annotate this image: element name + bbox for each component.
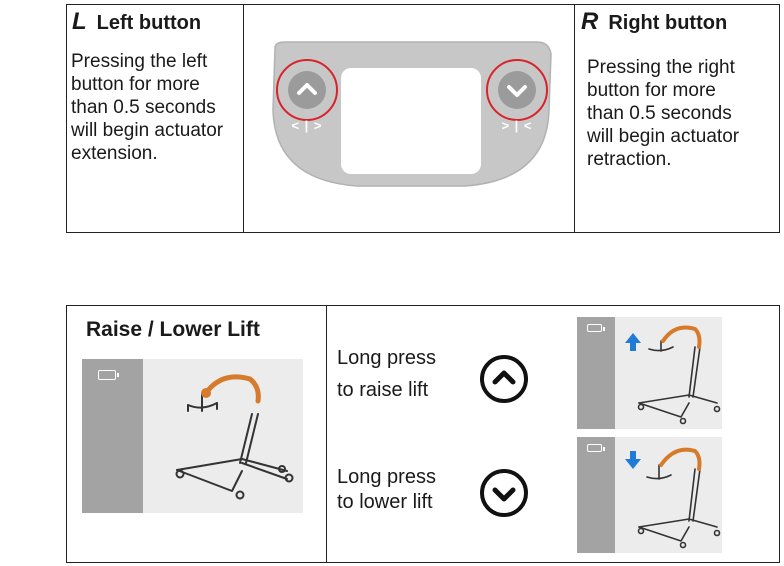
raise-lift-label: Long press to raise lift [337, 347, 436, 401]
chevron-up-icon [492, 370, 516, 385]
right-button-highlight[interactable] [486, 59, 548, 121]
right-letter: R [581, 8, 599, 35]
right-button-title: Right button [608, 12, 728, 34]
bottom-table [66, 305, 780, 563]
chevron-down-icon [507, 85, 527, 97]
arrow-up-icon [625, 333, 641, 351]
top-table [66, 4, 780, 233]
lift-illustration [82, 359, 303, 513]
right-button-glyph: > | < [501, 118, 533, 133]
left-button-glyph: < | > [291, 118, 323, 133]
patient-lift-drawing [175, 374, 294, 500]
left-button-header: L Left button [72, 8, 201, 36]
keypad-illustration: < | > > | < [265, 40, 557, 188]
right-button[interactable] [498, 71, 536, 109]
left-letter: L [72, 8, 87, 35]
right-button-description: Pressing the right button for more than … [587, 57, 740, 170]
raise-lift-drawing [625, 325, 721, 425]
left-button-title: Left button [96, 12, 202, 34]
bottom-table-divider [326, 305, 327, 563]
battery-icon [587, 324, 605, 332]
battery-icon [98, 370, 119, 380]
raise-lift-button[interactable] [480, 355, 528, 403]
chevron-down-icon [492, 487, 516, 502]
top-table-divider-2 [574, 4, 575, 233]
lower-lift-label: Long press to lower lift [337, 466, 436, 513]
lower-lift-screen [577, 437, 722, 553]
lower-lift-button[interactable] [480, 469, 528, 517]
right-button-header: R Right button [581, 8, 727, 36]
raise-lower-title: Raise / Lower Lift [86, 318, 260, 341]
arrow-down-icon [625, 451, 641, 469]
lower-lift-drawing [625, 447, 721, 549]
left-button-description: Pressing the left button for more than 0… [71, 51, 224, 164]
left-button[interactable] [288, 71, 326, 109]
top-table-divider-1 [243, 4, 244, 233]
keypad-svg [272, 41, 552, 187]
battery-icon [587, 444, 605, 452]
chevron-up-icon [297, 83, 317, 95]
left-button-highlight[interactable] [276, 59, 338, 121]
raise-lift-screen [577, 317, 722, 429]
